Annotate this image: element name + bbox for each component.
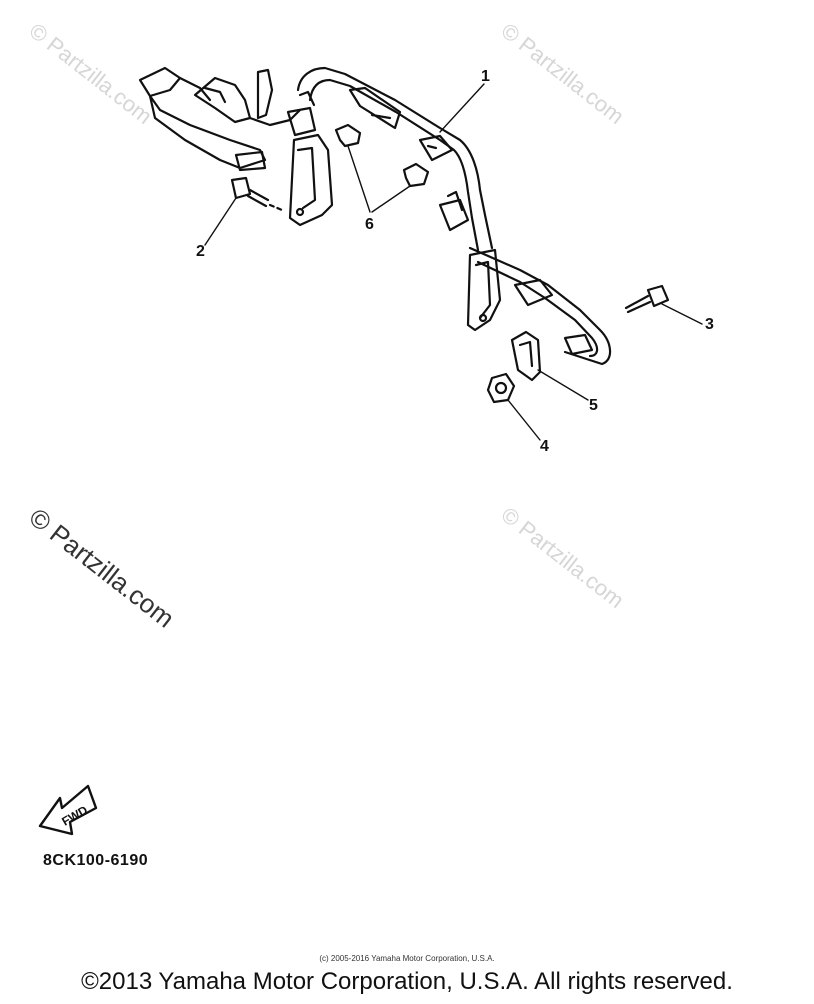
- callout-1: 1: [481, 68, 490, 86]
- leader-3: [662, 304, 702, 324]
- copyright-main: ©2013 Yamaha Motor Corporation, U.S.A. A…: [0, 968, 814, 996]
- leader-5: [538, 370, 588, 400]
- leader-1: [440, 84, 484, 132]
- leader-6b: [372, 186, 410, 212]
- leader-2: [205, 198, 236, 245]
- callout-2: 2: [196, 243, 205, 261]
- center-upright-bracket: [288, 92, 332, 225]
- copyright-small: (c) 2005-2016 Yamaha Motor Corporation, …: [0, 954, 814, 963]
- right-mount-bracket: [440, 192, 500, 330]
- leader-4: [508, 400, 540, 440]
- leader-6a: [348, 146, 370, 212]
- clamp-6b: [404, 164, 428, 186]
- main-frame-tube: [298, 68, 610, 364]
- callout-6: 6: [365, 216, 374, 234]
- callout-4: 4: [540, 438, 549, 456]
- left-bracket-assembly: [140, 68, 300, 170]
- nut-4: [488, 374, 514, 402]
- bolt-2: [232, 178, 282, 210]
- diagram-code: 8CK100-6190: [43, 852, 148, 870]
- bolt-3: [626, 286, 668, 312]
- bracket-5: [512, 332, 540, 380]
- callout-5: 5: [589, 397, 598, 415]
- clamp-6a: [336, 125, 360, 146]
- callout-3: 3: [705, 316, 714, 334]
